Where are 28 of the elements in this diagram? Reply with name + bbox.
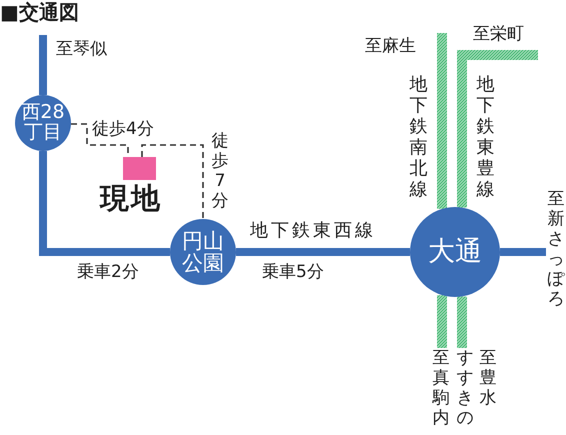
station-circle: 大通 <box>410 207 500 297</box>
railway-line <box>457 296 467 348</box>
railway-line <box>236 248 410 256</box>
site-label: 現地 <box>100 184 162 213</box>
time-label: 徒歩7分 <box>210 131 230 211</box>
direction-label: 至真駒内 <box>431 348 451 428</box>
direction-label: 至新さっぽろ <box>546 189 566 309</box>
direction-label: 至麻生 <box>365 38 416 55</box>
railway-line <box>437 295 447 348</box>
railway-line <box>500 248 546 256</box>
walking-route <box>141 144 204 219</box>
railway-line <box>437 33 447 209</box>
line-name: 地下鉄東豊線 <box>476 74 496 200</box>
direction-label: 至栄町 <box>473 26 524 43</box>
time-label: 乗車5分 <box>262 264 324 281</box>
line-name: 地下鉄南北線 <box>408 74 428 200</box>
station-circle: 西28丁目 <box>15 95 71 151</box>
station-circle: 円山公園 <box>170 219 236 285</box>
direction-label: 至琴似 <box>56 41 107 58</box>
railway-line <box>39 35 47 95</box>
direction-label: 至豊水すすきの <box>455 348 498 428</box>
title: ■交通図 <box>0 2 79 22</box>
line-name: 地下鉄東西線 <box>250 222 376 240</box>
time-label: 徒歩4分 <box>92 121 154 138</box>
railway-line <box>39 151 170 256</box>
railway-line <box>457 50 538 208</box>
site-marker <box>123 157 156 180</box>
time-label: 乗車2分 <box>77 264 139 281</box>
